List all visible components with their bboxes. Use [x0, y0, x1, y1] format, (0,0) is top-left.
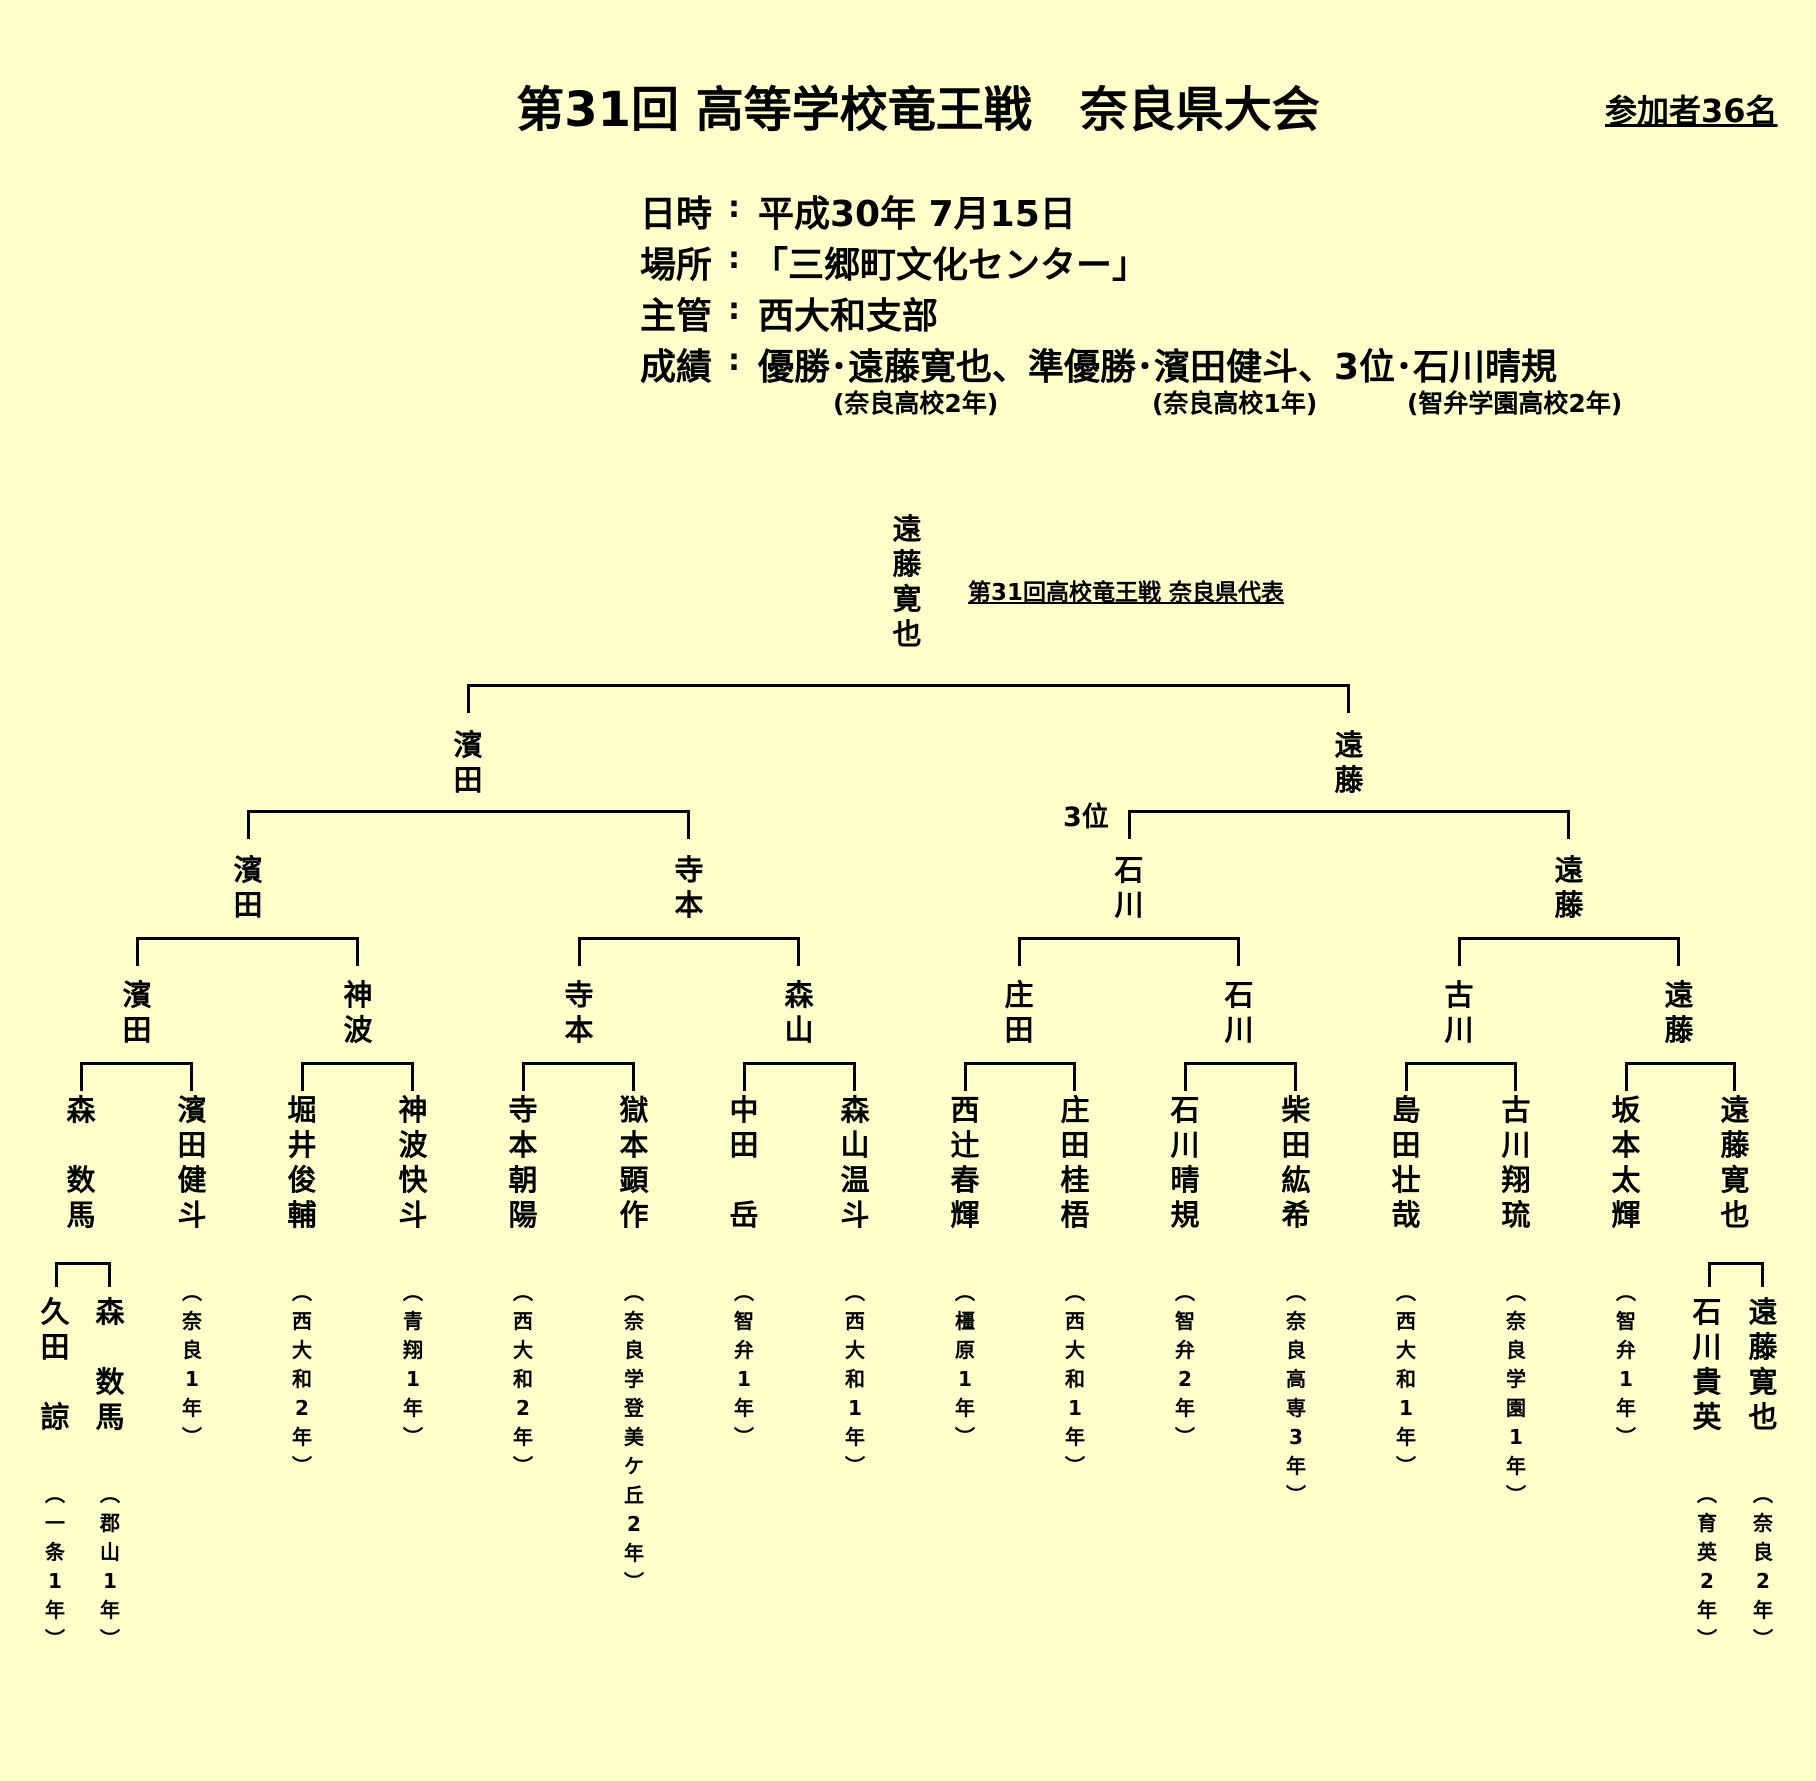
bracket-quarter: [1458, 937, 1680, 966]
bracket-quarter: [136, 937, 359, 966]
result-school-runnerup: (奈良高校1年): [1152, 389, 1318, 418]
player-name: 坂本太輝: [1611, 1093, 1641, 1232]
bracket-first-round: [522, 1062, 635, 1091]
bracket-quarter: [578, 937, 800, 966]
info-label-organizer: 主管: [640, 296, 713, 337]
result-school-champion: (奈良高校2年): [833, 389, 999, 418]
quarter-player: 庄田: [1004, 978, 1034, 1047]
preliminary-player-name: 石川貴英: [1692, 1295, 1722, 1434]
player-name: 古川翔琉: [1501, 1093, 1531, 1232]
bracket-first-round: [80, 1062, 193, 1091]
bracket-preliminary-left: [55, 1262, 111, 1287]
quarter-player: 遠藤: [1664, 978, 1694, 1047]
player-name: 石川晴規: [1170, 1093, 1200, 1232]
quarter-player: 濱田: [122, 978, 152, 1047]
player-name: 遠藤寛也: [1720, 1093, 1750, 1232]
bracket-first-round: [964, 1062, 1076, 1091]
info-colon: :: [728, 190, 740, 225]
quarter-player: 石川: [1224, 978, 1254, 1047]
player-name: 獄本顕作: [619, 1093, 649, 1232]
bracket-first-round: [1625, 1062, 1736, 1091]
player-name: 庄田桂梧: [1060, 1093, 1090, 1232]
preliminary-player-name: 久田 諒: [40, 1295, 70, 1434]
third-place-label: 3位: [1063, 802, 1109, 833]
semi-player: 石川: [1114, 853, 1144, 922]
result-school-third: (智弁学園高校2年): [1407, 389, 1623, 418]
player-name: 森山温斗: [840, 1093, 870, 1232]
preliminary-player-name: 森 数馬: [95, 1295, 125, 1434]
quarter-player: 神波: [343, 978, 373, 1047]
bracket-semi-right: [1128, 810, 1570, 839]
info-value-results: 優勝･遠藤寛也、準優勝･濱田健斗、3位･石川晴規: [758, 347, 1558, 388]
info-value-date: 平成30年 7月15日: [758, 194, 1076, 235]
player-name: 神波快斗: [398, 1093, 428, 1232]
bracket-quarter: [1018, 937, 1240, 966]
final-player: 濱田: [453, 728, 483, 797]
page-title: 第31回 高等学校竜王戦 奈良県大会: [516, 82, 1320, 138]
semi-player: 濱田: [233, 853, 263, 922]
info-colon: :: [728, 241, 740, 276]
bracket-final: [467, 684, 1350, 713]
info-value-organizer: 西大和支部: [758, 296, 939, 337]
player-name: 濱田健斗: [177, 1093, 207, 1232]
champion-subtitle: 第31回高校竜王戦 奈良県代表: [968, 580, 1285, 606]
player-name: 堀井俊輔: [287, 1093, 317, 1232]
bracket-first-round: [301, 1062, 414, 1091]
player-name: 西辻春輝: [950, 1093, 980, 1232]
participant-count: 参加者36名: [1605, 92, 1778, 130]
semi-player: 寺本: [674, 853, 704, 922]
player-name: 柴田紘希: [1281, 1093, 1311, 1232]
quarter-player: 森山: [784, 978, 814, 1047]
player-name: 中田 岳: [729, 1093, 759, 1232]
quarter-player: 古川: [1444, 978, 1474, 1047]
info-label-date: 日時: [640, 194, 713, 235]
player-name: 寺本朝陽: [508, 1093, 538, 1232]
champion-name: 遠藤寛也: [892, 512, 922, 651]
bracket-semi-left: [247, 810, 690, 839]
bracket-first-round: [743, 1062, 856, 1091]
info-colon: :: [728, 292, 740, 327]
info-label-results: 成績: [640, 347, 713, 388]
bracket-first-round: [1184, 1062, 1297, 1091]
preliminary-player-name: 遠藤寛也: [1748, 1295, 1778, 1434]
info-colon: :: [728, 343, 740, 378]
player-name: 森 数馬: [66, 1093, 96, 1232]
info-label-venue: 場所: [640, 245, 713, 286]
bracket-preliminary-right: [1708, 1262, 1764, 1287]
quarter-player: 寺本: [564, 978, 594, 1047]
player-name: 島田壮哉: [1391, 1093, 1421, 1232]
info-value-venue: 「三郷町文化センター」: [752, 245, 1149, 286]
semi-player: 遠藤: [1554, 853, 1584, 922]
final-player: 遠藤: [1334, 728, 1364, 797]
bracket-first-round: [1405, 1062, 1517, 1091]
